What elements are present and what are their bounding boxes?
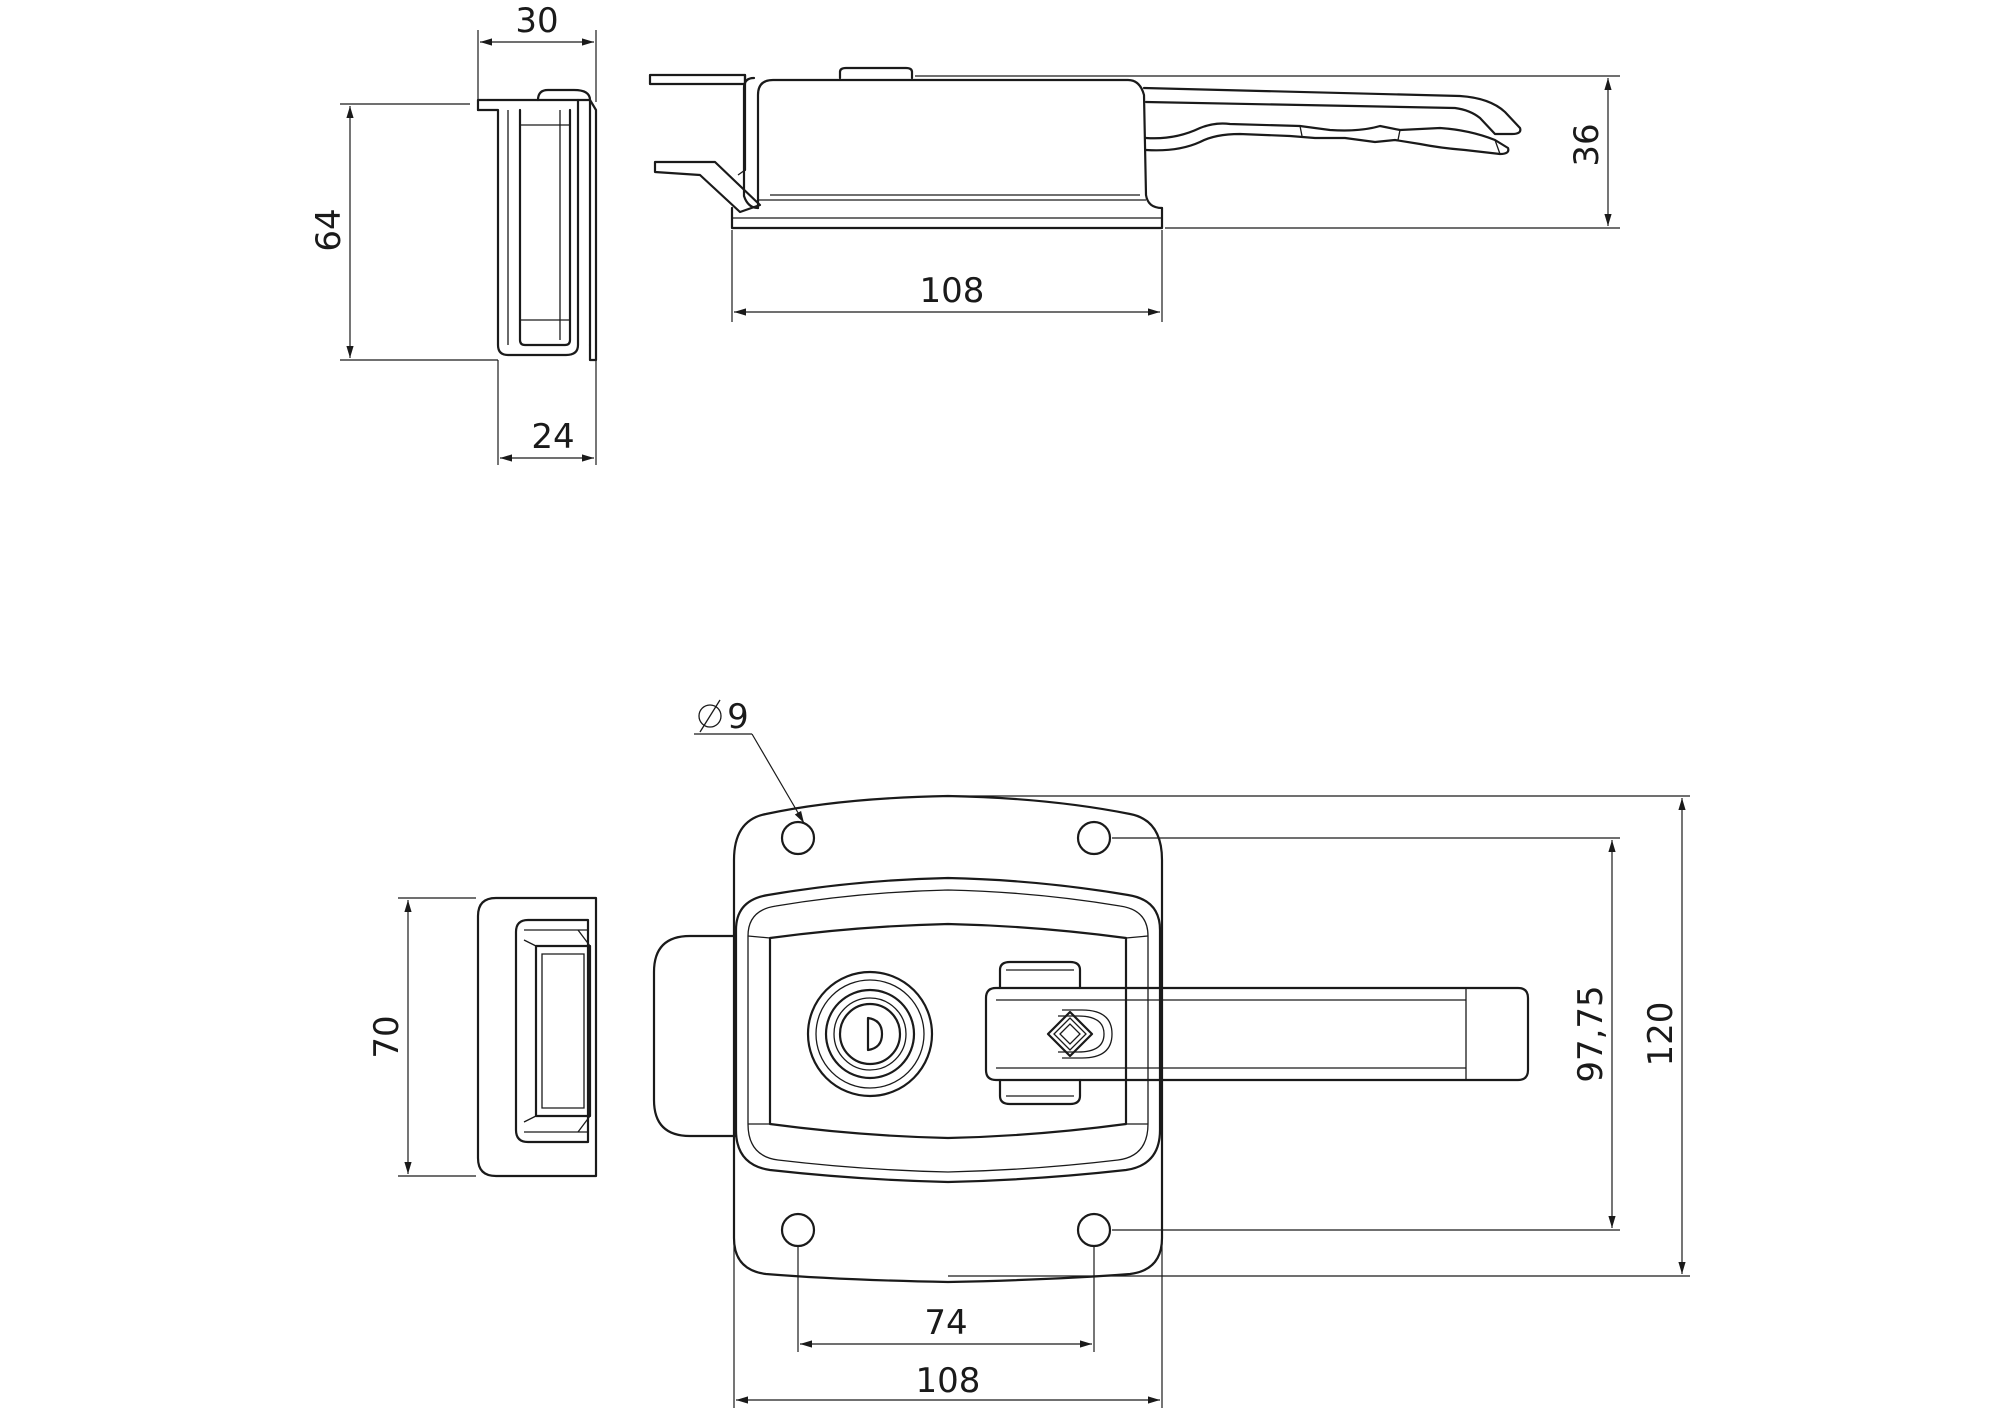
dim-36: 36 (915, 75, 1620, 229)
dim-24: 24 (497, 360, 597, 465)
dim-97-75: 97,75 (1112, 837, 1620, 1231)
bolt-tongue (652, 934, 738, 1138)
latch-front-view: 9 97,75 120 74 108 (652, 697, 1690, 1408)
dim-108-top: 108 (731, 230, 1163, 322)
dim-36-label: 36 (1567, 123, 1607, 166)
dim-74-label: 74 (924, 1303, 967, 1343)
mounting-hole-bottom-left (780, 1212, 816, 1248)
lock-cylinder (806, 970, 934, 1098)
top-view: 108 36 (648, 66, 1620, 322)
keeper-outline (476, 896, 598, 1178)
keeper-front-view: 70 (367, 896, 598, 1178)
dim-70: 70 (367, 897, 476, 1177)
lever-handle (984, 960, 1530, 1106)
brand-logo-icon (1046, 1009, 1113, 1059)
dim-108-top-label: 108 (920, 271, 985, 311)
mounting-hole-top-right (1076, 820, 1112, 856)
diameter-icon (698, 699, 722, 733)
dim-64-label: 64 (309, 208, 349, 251)
dim-24-label: 24 (531, 417, 574, 457)
dim-70-label: 70 (367, 1015, 407, 1058)
top-view-profile (648, 66, 1522, 230)
dim-74: 74 (797, 1246, 1095, 1352)
dim-64: 64 (309, 103, 498, 361)
lock-outer-ring (806, 970, 934, 1098)
hole-diameter-label: 9 (727, 697, 749, 737)
base-plate (732, 794, 1164, 1284)
dim-30: 30 (477, 1, 597, 102)
mounting-hole-bottom-right (1076, 1212, 1112, 1248)
dim-30-label: 30 (515, 1, 558, 41)
mounting-hole-top-left (780, 820, 816, 856)
dim-97-75-label: 97,75 (1571, 985, 1611, 1082)
side-view: 30 64 24 (309, 1, 598, 465)
dim-108-bottom: 108 (733, 1240, 1163, 1408)
dim-120-label: 120 (1641, 1002, 1681, 1067)
dim-120: 120 (948, 795, 1690, 1277)
hole-diameter-callout: 9 (694, 697, 805, 824)
latch-body (734, 876, 1162, 1184)
keyhole-icon (866, 1016, 884, 1052)
side-view-profile (476, 88, 598, 362)
dim-108-bottom-label: 108 (916, 1361, 981, 1401)
